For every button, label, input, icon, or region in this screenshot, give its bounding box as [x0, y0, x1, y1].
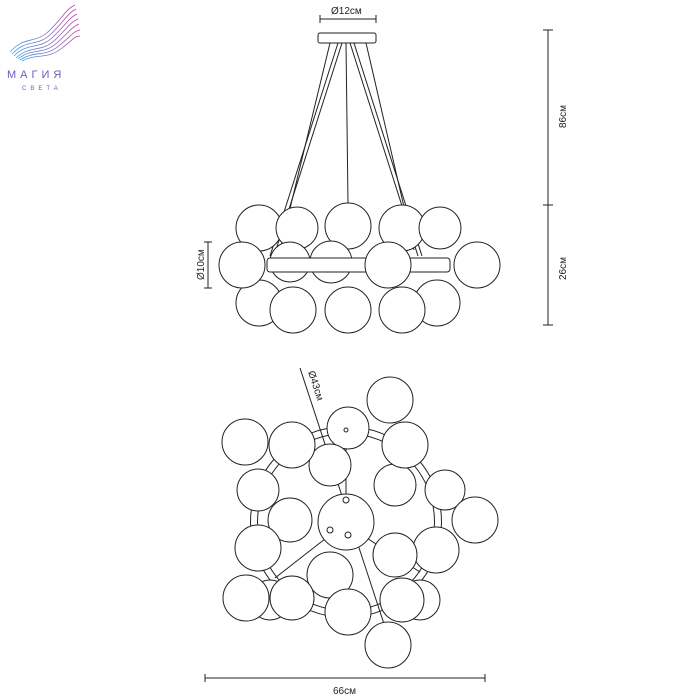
logo-text: МАГИЯ [7, 69, 65, 81]
canopy [317, 32, 377, 44]
side-view [204, 15, 553, 334]
logo-waves-icon [9, 4, 81, 62]
logo-subtext: СВЕТА [22, 86, 62, 92]
ring-diameter-label: Ø43см [305, 370, 325, 403]
drop-height-label: 86см [558, 105, 569, 128]
canopy-diameter-label: Ø12см [331, 6, 362, 17]
globe-diameter-label: Ø10см [196, 249, 207, 280]
body-height-label: 26см [558, 257, 569, 280]
top-view [204, 367, 499, 682]
total-width-label: 66см [333, 686, 356, 697]
